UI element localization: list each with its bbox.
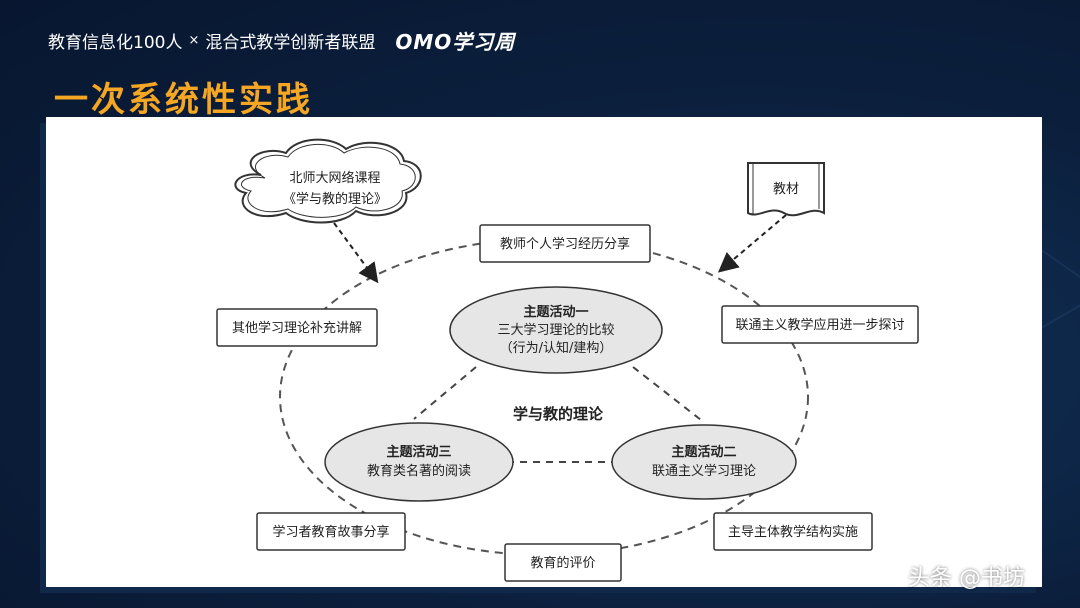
header-separator: × xyxy=(188,32,200,48)
activity-one: 主题活动一 三大学习理论的比较 （行为/认知/建构） xyxy=(449,286,663,374)
box-left: 其他学习理论补充讲解 xyxy=(216,308,378,347)
connector-1-2 xyxy=(632,366,702,421)
diagram-panel: 北师大网络课程 《学与教的理论》 教材 教师个人学习经历分享 其他学习理论补充讲… xyxy=(46,117,1042,587)
connector-1-3 xyxy=(413,366,477,420)
center-label: 学与教的理论 xyxy=(513,405,604,423)
box-top: 教师个人学习经历分享 xyxy=(479,224,651,263)
activity-one-line2: 三大学习理论的比较 xyxy=(497,322,614,338)
activity-three-title: 主题活动三 xyxy=(386,444,451,460)
activity-one-title: 主题活动一 xyxy=(523,304,588,320)
box-bottom-left: 学习者教育故事分享 xyxy=(256,512,406,551)
activity-three: 主题活动三 教育类名著的阅读 xyxy=(324,422,514,502)
svg-text:教育的评价: 教育的评价 xyxy=(530,555,595,571)
activity-two-title: 主题活动二 xyxy=(671,444,736,460)
cloud-arrow xyxy=(333,222,379,284)
cloud-line1: 北师大网络课程 xyxy=(289,170,380,186)
header-org: 教育信息化100人 xyxy=(48,32,183,53)
outer-ring xyxy=(279,238,809,556)
svg-text:主导主体教学结构实施: 主导主体教学结构实施 xyxy=(728,524,858,540)
activity-two: 主题活动二 联通主义学习理论 xyxy=(611,424,797,500)
activity-two-line2: 联通主义学习理论 xyxy=(652,463,756,479)
cloud-line2: 《学与教的理论》 xyxy=(283,191,387,207)
svg-text:教师个人学习经历分享: 教师个人学习经历分享 xyxy=(500,236,630,252)
box-bottom-right: 主导主体教学结构实施 xyxy=(713,512,873,551)
diagram-canvas: 北师大网络课程 《学与教的理论》 教材 教师个人学习经历分享 其他学习理论补充讲… xyxy=(216,138,919,582)
activity-three-line2: 教育类名著的阅读 xyxy=(367,463,471,479)
activity-one-line3: （行为/认知/建构） xyxy=(500,340,613,356)
svg-text:联通主义教学应用进一步探讨: 联通主义教学应用进一步探讨 xyxy=(735,317,904,333)
scroll-textbook-node: 教材 xyxy=(747,162,825,217)
box-bottom: 教育的评价 xyxy=(504,543,622,582)
cloud-course-node: 北师大网络课程 《学与教的理论》 xyxy=(234,138,422,224)
scroll-label: 教材 xyxy=(773,181,799,197)
brand-logo: OMO学习周 xyxy=(395,29,516,54)
svg-text:其他学习理论补充讲解: 其他学习理论补充讲解 xyxy=(232,320,362,336)
page-title: 一次系统性实践 xyxy=(54,80,313,120)
box-right: 联通主义教学应用进一步探讨 xyxy=(721,305,919,344)
watermark: 头条 @书坊 xyxy=(908,566,1025,591)
header-org2: 混合式教学创新者联盟 xyxy=(205,32,376,53)
header: 教育信息化100人 × 混合式教学创新者联盟 OMO学习周 xyxy=(48,26,515,54)
scroll-arrow xyxy=(717,214,787,273)
svg-text:学习者教育故事分享: 学习者教育故事分享 xyxy=(272,524,389,540)
